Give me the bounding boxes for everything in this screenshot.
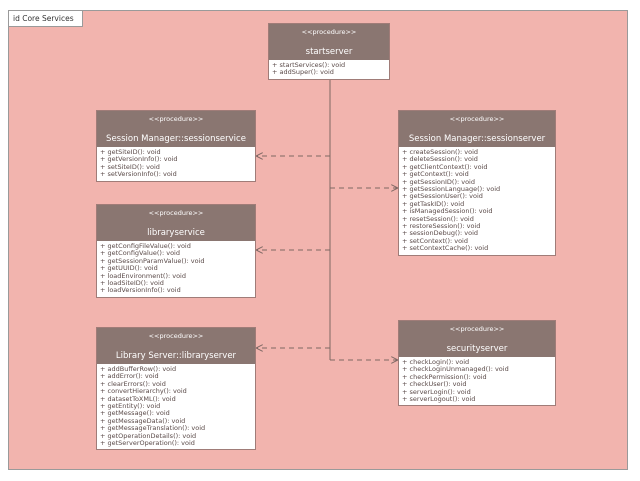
class-library-server: <<procedure>>Library Server::libraryserv… — [96, 327, 256, 451]
class-name: Session Manager::sessionserver — [408, 134, 546, 144]
class-header: <<procedure>>Library Server::libraryserv… — [97, 328, 255, 364]
class-operations: + addBufferRow(): void+ addError(): void… — [97, 364, 255, 449]
operation-item: + datasetToXML(): void — [100, 394, 176, 403]
operation-item: + loadEnvironment(): void — [100, 271, 186, 280]
operation-item: + serverLogout(): void — [402, 395, 476, 404]
operation-item: + loadSiteID(): void — [100, 279, 164, 288]
operation-item: + getSessionID(): void — [402, 177, 475, 186]
class-stereotype: <<procedure>> — [148, 332, 204, 340]
operation-item: + getMessageTranslation(): void — [100, 424, 206, 433]
class-stereotype: <<procedure>> — [449, 325, 505, 333]
operation-item: + getContext(): void — [402, 170, 469, 179]
class-stereotype: <<procedure>> — [301, 28, 357, 36]
operation-item: + resetSession(): void — [402, 214, 474, 223]
operation-item: + getSessionParamValue(): void — [100, 256, 205, 265]
operation-item: + setContextCache(): void — [402, 244, 489, 253]
operation-item: + setSiteID(): void — [100, 162, 160, 171]
operation-item: + getConfigValue(): void — [100, 249, 180, 258]
class-session-service: <<procedure>>Session Manager::sessionser… — [96, 110, 256, 182]
operation-item: + deleteSession(): void — [402, 155, 478, 164]
operation-item: + getSessionLanguage(): void — [402, 185, 501, 194]
operation-item: + restoreSession(): void — [402, 222, 481, 231]
operation-item: + isManagedSession(): void — [402, 207, 493, 216]
class-operations: + getSiteID(): void+ getVersionInfo(): v… — [97, 147, 255, 181]
operation-item: + serverLogin(): void — [402, 387, 471, 396]
operation-item: + checkLoginUnmanaged(): void — [402, 365, 509, 374]
class-libraryservice: <<procedure>> libraryservice + getConfigFi… — [96, 204, 256, 298]
class-operations: + getConfigFileValue(): void+ getConfigV… — [97, 241, 255, 297]
operation-item: + addSuper(): void — [272, 68, 334, 77]
operation-item: + loadVersionInfo(): void — [100, 286, 181, 295]
class-stereotype: <<procedure>> — [148, 115, 204, 123]
class-name: Library Server::libraryserver — [115, 351, 237, 361]
operation-item: + checkLogin(): void — [402, 358, 470, 366]
operation-item: + createSession(): void — [402, 148, 479, 156]
class-header: <<procedure>>Session Manager::sessionser… — [399, 111, 555, 147]
class-header: <<procedure>> securityserver — [399, 321, 555, 357]
frame-title: id Core Services — [9, 11, 83, 27]
operation-item: + addBufferRow(): void — [100, 365, 177, 373]
operation-item: + getMessageData(): void — [100, 416, 186, 425]
class-header: <<procedure>> libraryservice — [97, 205, 255, 241]
class-operations: + startServices(): void+ addSuper(): voi… — [269, 60, 389, 79]
operation-item: + getOperationDetails(): void — [100, 431, 197, 440]
class-stereotype: <<procedure>> — [148, 209, 204, 217]
class-name: Session Manager::sessionservice — [106, 134, 246, 144]
operation-item: + getVersionInfo(): void — [100, 155, 178, 164]
operation-item: + getEntity(): void — [100, 402, 161, 411]
operation-item: + sessionDebug(): void — [402, 229, 479, 238]
class-name: startserver — [305, 47, 353, 57]
operation-item: + setContext(): void — [402, 236, 468, 245]
operation-item: + getConfigFileValue(): void — [100, 242, 191, 250]
operation-item: + setVersionInfo(): void — [100, 170, 177, 179]
operation-item: + getMessage(): void — [100, 409, 170, 418]
operation-item: + checkPermission(): void — [402, 372, 487, 381]
class-operations: + checkLogin(): void+ checkLoginUnmanage… — [399, 357, 555, 405]
operation-item: + getClientContext(): void — [402, 162, 488, 171]
operation-item: + getServerOperation(): void — [100, 439, 195, 448]
operation-item: + checkUser(): void — [402, 380, 467, 389]
class-operations: + createSession(): void+ deleteSession()… — [399, 147, 555, 255]
operation-item: + getUUID(): void — [100, 264, 158, 273]
class-name: securityserver — [446, 344, 508, 354]
class-header: <<procedure>> startserver — [269, 24, 389, 60]
operation-item: + getTaskID(): void — [402, 199, 465, 208]
operation-item: + getSiteID(): void — [100, 148, 161, 156]
operation-item: + convertHierarchy(): void — [100, 387, 187, 396]
class-securityserver: <<procedure>> securityserver + checkLogin(… — [398, 320, 556, 407]
class-startserver: <<procedure>> startserver + startServices(… — [268, 23, 390, 80]
operation-item: + addError(): void — [100, 372, 159, 381]
operation-item: + getSessionUser(): void — [402, 192, 483, 201]
operation-item: + clearErrors(): void — [100, 379, 166, 388]
operation-item: + startServices(): void — [272, 61, 346, 69]
class-header: <<procedure>>Session Manager::sessionser… — [97, 111, 255, 147]
class-name: libraryservice — [147, 228, 205, 238]
class-stereotype: <<procedure>> — [449, 115, 505, 123]
class-session-server: <<procedure>>Session Manager::sessionser… — [398, 110, 556, 256]
